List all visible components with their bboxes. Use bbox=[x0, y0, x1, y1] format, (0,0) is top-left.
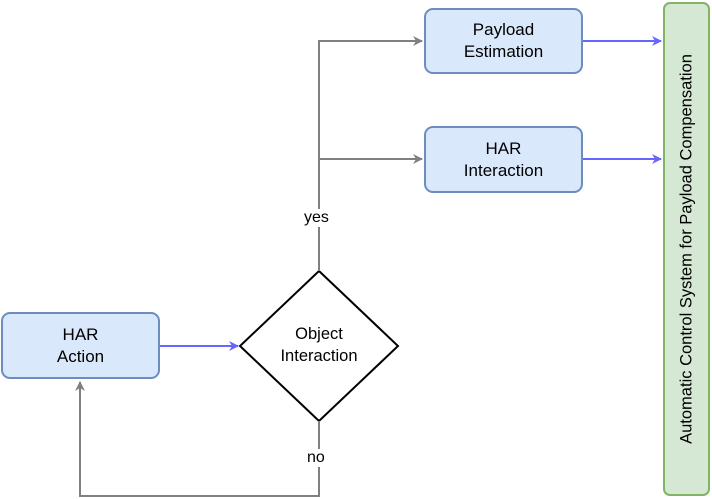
payload-estimation-line-2: Estimation bbox=[463, 42, 544, 61]
har-action-line-1: HAR bbox=[62, 324, 99, 344]
yes-label: yes bbox=[302, 209, 331, 227]
control-system-label: Automatic Control System for Payload Com… bbox=[677, 54, 695, 444]
object-interaction-line-1: Object bbox=[295, 325, 343, 343]
yes-branch-line bbox=[318, 36, 423, 271]
object-interaction-label: Object Interaction bbox=[259, 323, 379, 367]
no-branch-line bbox=[75, 381, 320, 497]
har-action-line-2: Action bbox=[56, 346, 105, 366]
har-action-node: HAR Action bbox=[1, 312, 160, 379]
har-interaction-node: HAR Interaction bbox=[424, 126, 583, 193]
har-interaction-line-2: Interaction bbox=[463, 160, 544, 180]
payload-estimation-line-1: Payload bbox=[472, 20, 535, 39]
control-system-node: Automatic Control System for Payload Com… bbox=[663, 2, 710, 496]
object-interaction-line-2: Interaction bbox=[280, 347, 358, 365]
payload-estimation-node: Payload Estimation bbox=[424, 8, 583, 74]
har-interaction-line-1: HAR bbox=[485, 138, 522, 158]
no-label: no bbox=[305, 449, 327, 467]
